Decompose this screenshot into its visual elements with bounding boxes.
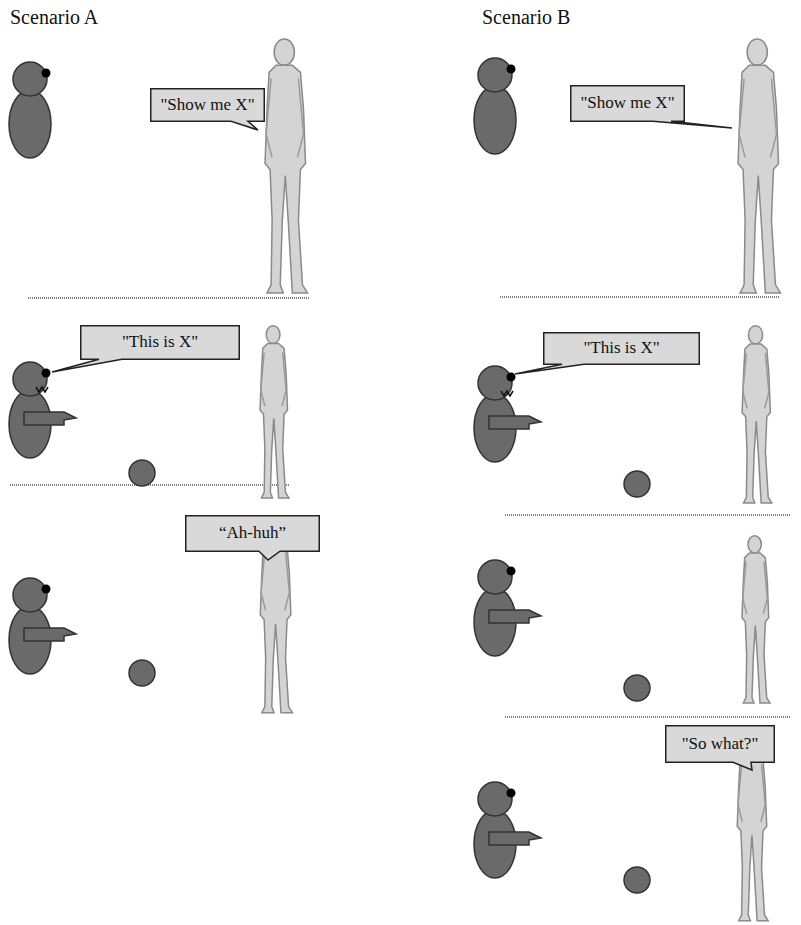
robot-head — [13, 578, 47, 612]
robot-eye — [42, 585, 51, 594]
frame-divider — [505, 716, 790, 718]
frame-divider — [28, 297, 310, 299]
person-silhouette — [260, 326, 289, 498]
speech-text: "This is X" — [122, 332, 198, 352]
ball — [624, 471, 650, 497]
speech-bubble: "So what?" — [665, 725, 775, 763]
robot-mouth — [36, 387, 48, 392]
robot — [474, 366, 541, 462]
robot — [474, 782, 541, 878]
robot-body — [9, 90, 51, 158]
robot-head — [478, 782, 512, 816]
person-arms — [739, 78, 776, 157]
speech-text: "Show me X" — [160, 95, 254, 115]
speech-bubble: "This is X" — [80, 325, 240, 360]
speech-text: “Ah-huh” — [219, 523, 286, 543]
robot-head — [13, 62, 47, 96]
robot-eye — [42, 69, 51, 78]
robot — [474, 560, 541, 656]
speech-text: "This is X" — [583, 338, 659, 358]
person-body — [742, 553, 770, 703]
robot-arm — [489, 832, 541, 845]
robot-arm — [489, 416, 541, 429]
person-arms — [261, 352, 286, 406]
person-body — [737, 755, 768, 921]
robot-arm — [489, 610, 541, 623]
robot-eye — [507, 789, 516, 798]
speech-text: "Show me X" — [580, 93, 674, 113]
scenario-heading: Scenario A — [10, 6, 98, 29]
person-head — [274, 39, 294, 65]
ball — [129, 460, 155, 486]
frame-divider — [500, 296, 780, 298]
robot-head — [478, 366, 512, 400]
ball — [624, 675, 650, 701]
robot-eye — [42, 369, 51, 378]
person-silhouette — [265, 39, 307, 293]
person-arms — [743, 562, 768, 614]
robot-eye — [507, 373, 516, 382]
robot-eye — [507, 65, 516, 74]
person-arms — [738, 764, 765, 822]
robot-mouth — [501, 391, 513, 396]
speech-bubble: "Show me X" — [150, 88, 265, 122]
person-head — [748, 536, 761, 553]
person-body — [742, 344, 772, 503]
robot-head — [478, 560, 512, 594]
speech-bubble: "Show me X" — [570, 85, 685, 122]
person-silhouette — [738, 39, 780, 293]
bubble-shape — [571, 86, 732, 128]
bubble-shape — [52, 326, 239, 372]
robot-arm — [24, 412, 76, 425]
robot-eye — [507, 567, 516, 576]
robot — [9, 362, 76, 458]
bubble-shape — [666, 726, 775, 770]
person-arms — [266, 78, 303, 157]
person-silhouette — [742, 536, 770, 703]
robot-body — [474, 86, 516, 154]
person-head — [748, 326, 762, 344]
speech-text: "So what?" — [682, 734, 759, 754]
robot-head — [13, 362, 47, 396]
frame-divider — [10, 484, 290, 486]
ball — [624, 867, 650, 893]
robot-arm — [24, 628, 76, 641]
person-silhouette — [742, 326, 772, 503]
robot — [474, 58, 516, 154]
person-arms — [261, 551, 289, 611]
bubble-shape — [515, 333, 699, 374]
frame-divider — [505, 514, 790, 516]
speech-bubble: “Ah-huh” — [185, 515, 320, 552]
person-body — [265, 65, 307, 293]
person-body — [738, 65, 780, 293]
person-head — [266, 326, 280, 344]
person-head — [747, 39, 767, 65]
robot — [9, 62, 51, 158]
bubble-shape — [186, 516, 320, 560]
ball — [129, 660, 155, 686]
person-arms — [743, 353, 769, 408]
person-body — [260, 541, 292, 713]
robot — [9, 578, 76, 674]
speech-bubble: "This is X" — [543, 332, 700, 365]
bubble-shape — [151, 89, 265, 130]
scenario-heading: Scenario B — [482, 6, 570, 29]
person-body — [260, 344, 289, 498]
robot-head — [478, 58, 512, 92]
